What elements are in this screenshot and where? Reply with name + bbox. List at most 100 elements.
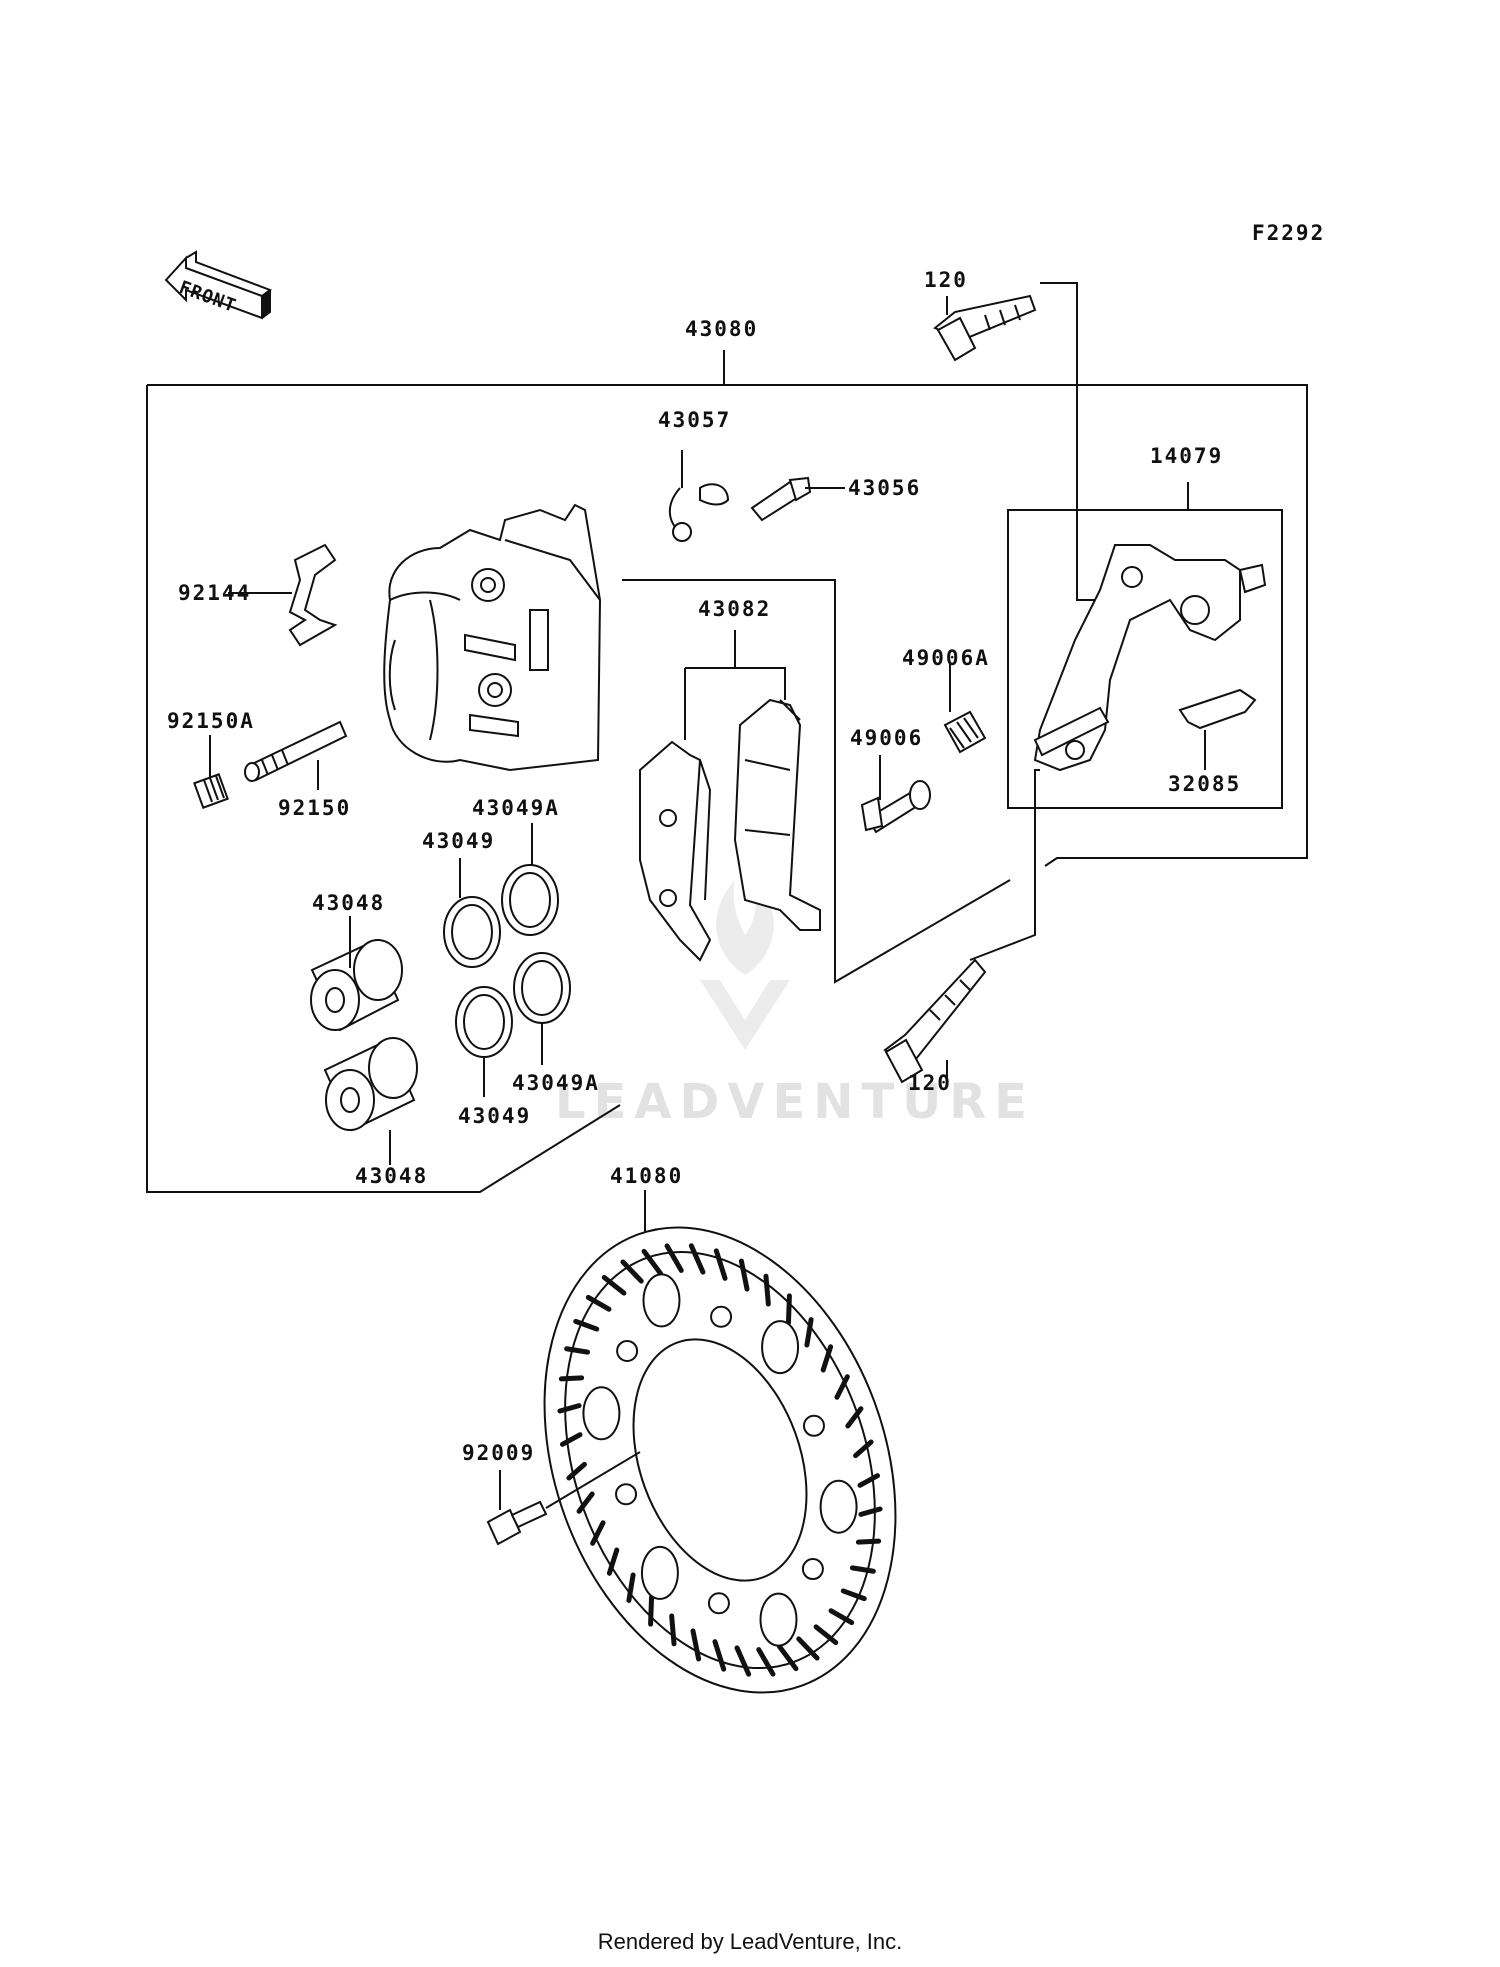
disc-slot	[849, 1565, 876, 1574]
part-labels: 120 43080 43057 43056 14079 92144 43082 …	[167, 268, 1241, 1465]
disc-bolt-hole	[802, 1414, 825, 1437]
label-43048-top: 43048	[312, 891, 385, 915]
disc-slot	[857, 1473, 881, 1488]
label-43056: 43056	[848, 476, 921, 500]
label-49006A: 49006A	[902, 646, 990, 670]
disc-slot	[845, 1406, 864, 1429]
pin-49006	[860, 780, 931, 834]
disc-slot	[853, 1439, 874, 1459]
disc-cutout	[582, 1386, 621, 1441]
front-arrow-icon: FRONT	[164, 250, 273, 320]
disc-bolt-hole	[615, 1483, 638, 1506]
disc-slot	[813, 1624, 839, 1646]
disc-slot	[576, 1491, 595, 1514]
disc-slot	[590, 1520, 606, 1546]
pad-set-outline	[622, 579, 1011, 984]
disc-slot	[712, 1639, 727, 1672]
label-41080: 41080	[610, 1164, 683, 1188]
brake-pads-43082	[639, 698, 821, 962]
label-43082: 43082	[698, 597, 771, 621]
label-92150: 92150	[278, 796, 351, 820]
disc-slot	[620, 1259, 644, 1284]
disc-slot	[713, 1248, 728, 1281]
disc-slot	[804, 1317, 814, 1348]
disc-bolt-hole	[710, 1305, 733, 1328]
pad-set-bracket	[684, 630, 786, 740]
disc-slot	[763, 1273, 771, 1307]
disc-slot	[557, 1403, 582, 1414]
disc-cutout	[640, 1545, 679, 1600]
label-43057: 43057	[658, 408, 731, 432]
caliper-bracket-14079	[1033, 544, 1267, 772]
disc-cutout	[761, 1320, 800, 1375]
disc-slot	[606, 1547, 620, 1576]
bleeder-cap-43057	[668, 483, 730, 542]
disc-slot	[648, 1594, 655, 1627]
disc-cutout	[819, 1479, 858, 1534]
disc-slot	[573, 1318, 600, 1332]
disc-slot	[688, 1243, 706, 1275]
label-32085: 32085	[1168, 772, 1241, 796]
disc-slot	[858, 1506, 883, 1517]
disc-slot	[738, 1258, 750, 1292]
bolt-leader-top	[1040, 282, 1100, 601]
disc-bolt-hole	[616, 1339, 639, 1362]
disc-slot	[669, 1613, 677, 1647]
watermark-text: LEADVENTURE	[555, 1074, 1035, 1130]
disc-cutout	[642, 1273, 681, 1328]
disc-slot	[564, 1346, 591, 1355]
disc-slot	[566, 1461, 587, 1481]
bolt-120-top	[933, 294, 1037, 362]
label-43049-top: 43049	[422, 829, 495, 853]
pad-spring-92144	[288, 543, 338, 647]
disc-slot	[601, 1274, 627, 1296]
disc-slot	[585, 1294, 612, 1312]
label-120-bottom: 120	[908, 1071, 952, 1095]
disc-bolt-92009	[486, 1451, 641, 1546]
boot-49006A	[943, 710, 987, 754]
disc-slot	[664, 1243, 684, 1273]
bracket-assembly-outline	[1007, 509, 1283, 809]
disc-slot	[776, 1644, 799, 1672]
label-120-top: 120	[924, 268, 968, 292]
bleeder-valve-43056	[750, 476, 812, 522]
label-14079: 14079	[1150, 444, 1223, 468]
disc-slot	[559, 1432, 583, 1447]
label-49006: 49006	[850, 726, 923, 750]
footer-credit: Rendered by LeadVenture, Inc.	[597, 1929, 903, 1954]
disc-slot	[734, 1645, 752, 1677]
disc-slot	[834, 1374, 850, 1400]
disc-bolt-hole	[707, 1592, 730, 1615]
pad-clip-32085	[1178, 688, 1257, 730]
bolt-120-bottom	[883, 958, 987, 1084]
disc-slot	[756, 1647, 776, 1677]
label-43049A-bottom: 43049A	[512, 1071, 600, 1095]
disc-slot	[828, 1608, 855, 1626]
pin-plug-92150A	[193, 773, 229, 809]
brake-disc-41080	[543, 1226, 897, 1694]
disc-cutout	[759, 1592, 798, 1647]
label-43048-bottom: 43048	[355, 1164, 428, 1188]
disc-slot	[840, 1588, 867, 1602]
caliper-body	[383, 503, 602, 772]
caliper-assembly-outline	[146, 350, 1308, 1193]
disc-slot	[690, 1628, 702, 1662]
label-92144: 92144	[178, 581, 251, 605]
leader-lines	[209, 296, 1206, 1510]
disc-slot	[641, 1248, 664, 1276]
disc-slot	[558, 1375, 585, 1382]
label-43049A-top: 43049A	[472, 796, 560, 820]
disc-slot	[785, 1293, 792, 1326]
label-92009: 92009	[462, 1441, 535, 1465]
label-43080: 43080	[685, 317, 758, 341]
disc-slot	[626, 1572, 636, 1603]
pin-92150	[244, 720, 348, 782]
pistons-43048	[310, 939, 418, 1132]
disc-slot	[796, 1636, 820, 1661]
piston-seals	[443, 864, 571, 1058]
label-43049-bottom: 43049	[458, 1104, 531, 1128]
disc-slot	[855, 1538, 882, 1545]
label-92150A: 92150A	[167, 709, 255, 733]
bolt-leader-bottom	[969, 769, 1040, 961]
